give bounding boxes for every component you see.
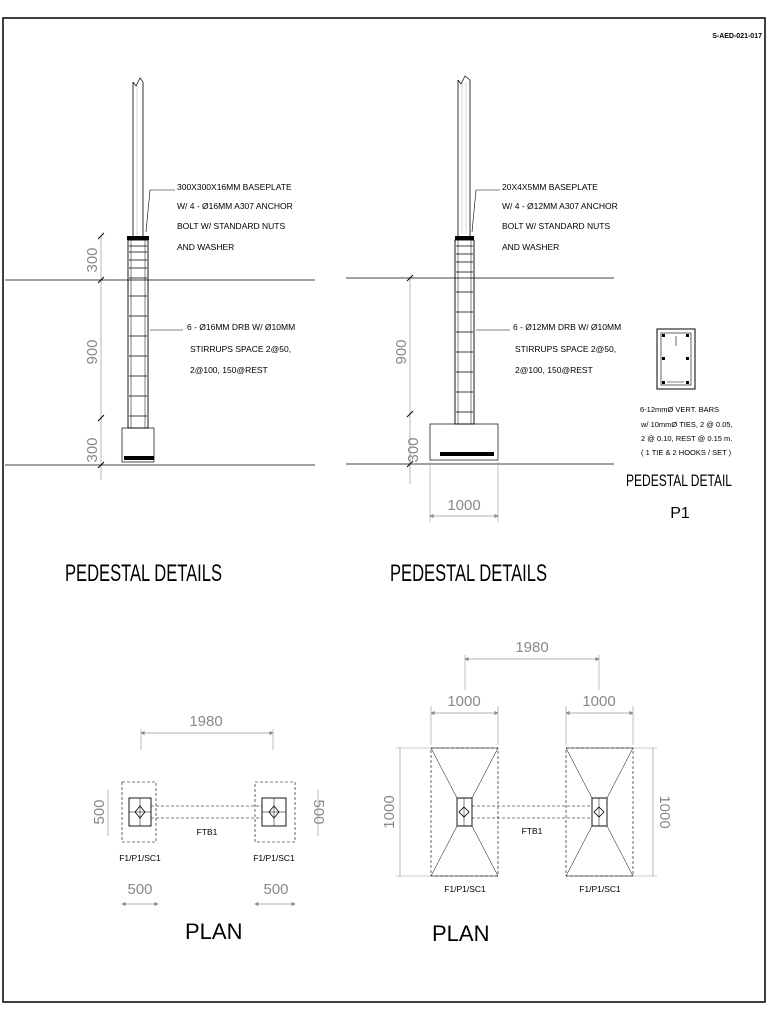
plan-left-title: PLAN [185, 919, 242, 944]
left-dim-300-bottom: 300 [84, 437, 101, 462]
left-dim-300-top: 300 [84, 247, 101, 272]
plan-right-top-dim-1: 1000 [447, 693, 480, 710]
plan-left-tag-1: F1/P1/SC1 [119, 853, 161, 863]
plan-left-side-dim-2: 500 [310, 799, 327, 824]
left-baseplate-note-3: BOLT W/ STANDARD NUTS [177, 221, 285, 231]
right-dim-1000: 1000 [447, 497, 480, 514]
left-baseplate-note-2: W/ 4 - Ø16MM A307 ANCHOR [177, 201, 293, 211]
p1-note-1: 6-12mmØ VERT. BARS [640, 405, 719, 414]
left-dim-900: 900 [84, 339, 101, 364]
plan-right-span: 1980 [515, 639, 548, 656]
left-baseplate-note-1: 300X300X16MM BASEPLATE [177, 182, 292, 192]
right-dim-900: 900 [393, 339, 410, 364]
left-rebar-note-1: 6 - Ø16MM DRB W/ Ø10MM [187, 322, 295, 332]
sheet-code: S-AED-021-017 [712, 33, 762, 40]
plan-right-side-dim-2: 1000 [656, 795, 673, 828]
p1-note-3: 2 @ 0.10, REST @ 0.15 m. [641, 434, 732, 443]
plan-right-beam: FTB1 [522, 826, 543, 836]
plan-left-bottom-dim-1: 500 [127, 881, 152, 898]
p1-title: PEDESTAL DETAIL [626, 471, 732, 490]
right-baseplate-note-3: BOLT W/ STANDARD NUTS [502, 221, 610, 231]
left-rebar-note-3: 2@100, 150@REST [190, 365, 268, 375]
right-pedestal-elevation: 900 300 1000 20X4X5MM BASEPLATE W/ 4 - Ø… [346, 75, 621, 587]
plan-left: 1980 FTB1 500 500 F1/P1/SC1 F1/P1/SC1 50… [91, 713, 327, 944]
right-dim-300: 300 [405, 437, 422, 462]
plan-right-title: PLAN [432, 921, 489, 946]
plan-left-span: 1980 [189, 713, 222, 730]
right-rebar-note-1: 6 - Ø12MM DRB W/ Ø10MM [513, 322, 621, 332]
plan-right-top-dim-2: 1000 [582, 693, 615, 710]
plan-right-tag-1: F1/P1/SC1 [444, 884, 486, 894]
left-pedestal-elevation: 300 900 300 300X300X16MM BASEPLATE W/ 4 … [5, 77, 315, 587]
right-baseplate-note-2: W/ 4 - Ø12MM A307 ANCHOR [502, 201, 618, 211]
p1-note-2: w/ 10mmØ TIES, 2 @ 0.05, [640, 420, 733, 429]
left-baseplate-note-4: AND WASHER [177, 242, 234, 252]
p1-label: P1 [670, 505, 690, 522]
plan-right-tag-2: F1/P1/SC1 [579, 884, 621, 894]
plan-left-bottom-dim-2: 500 [263, 881, 288, 898]
sheet-border [2, 17, 766, 1003]
right-rebar-note-2: STIRRUPS SPACE 2@50, [515, 344, 616, 354]
p1-note-4: ( 1 TIE & 2 HOOKS / SET ) [641, 448, 732, 457]
pedestal-detail-p1: 6-12mmØ VERT. BARS w/ 10mmØ TIES, 2 @ 0.… [626, 328, 733, 522]
right-baseplate-note-1: 20X4X5MM BASEPLATE [502, 182, 598, 192]
plan-left-beam: FTB1 [197, 827, 218, 837]
left-rebar-note-2: STIRRUPS SPACE 2@50, [190, 344, 291, 354]
right-baseplate-note-4: AND WASHER [502, 242, 559, 252]
plan-left-side-dim-1: 500 [91, 799, 108, 824]
plan-right-side-dim-1: 1000 [381, 795, 398, 828]
right-rebar-note-3: 2@100, 150@REST [515, 365, 593, 375]
right-pedestal-title: PEDESTAL DETAILS [390, 560, 547, 587]
left-pedestal-title: PEDESTAL DETAILS [65, 560, 222, 587]
plan-left-tag-2: F1/P1/SC1 [253, 853, 295, 863]
plan-right: 1980 1000 1000 FTB1 1000 [381, 639, 673, 946]
